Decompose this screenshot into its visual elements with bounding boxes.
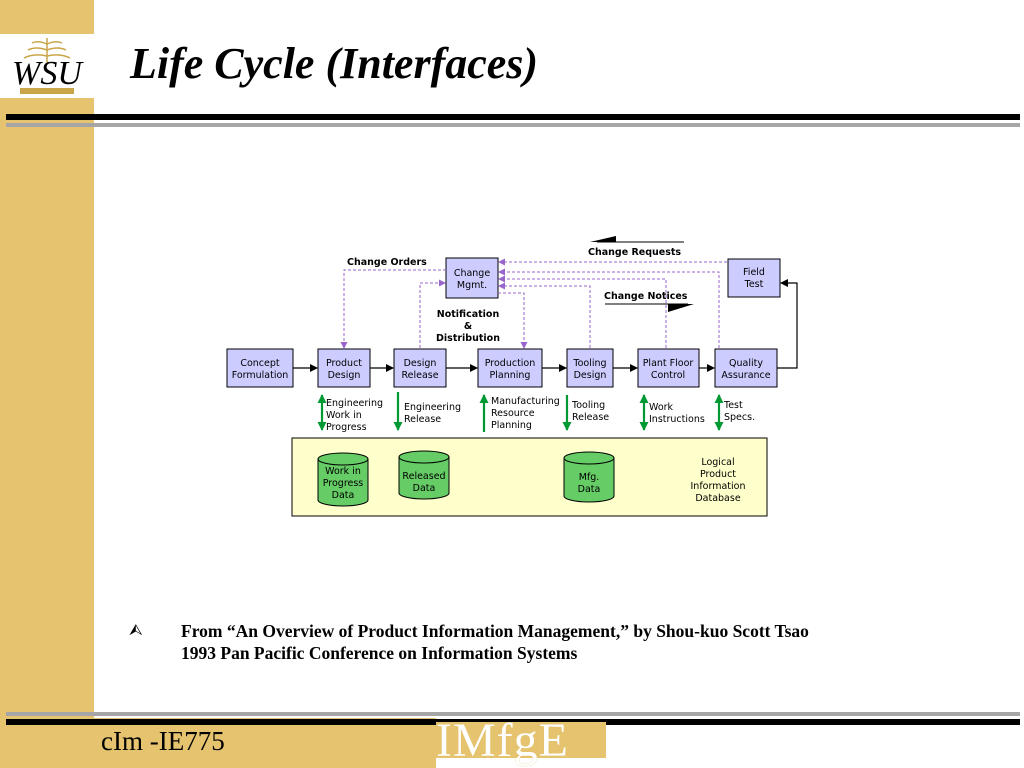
flow-release-line-2: Release <box>404 414 441 425</box>
database-label-line-1: Logical <box>701 457 734 468</box>
box-quality-assurance: Quality Assurance <box>714 348 778 388</box>
left-sidebar <box>0 0 94 768</box>
label-change-requests: Change Requests <box>588 247 681 258</box>
database-mfg-data: Mfg. Data <box>563 451 615 503</box>
production-planning-line-2: Planning <box>490 370 531 381</box>
box-product-design: Product Design <box>317 348 371 388</box>
footer-rule-gray <box>6 712 1020 716</box>
flow-test-line-1: Test <box>723 400 743 411</box>
wip-data-line-3: Data <box>332 490 355 501</box>
released-data-line-2: Data <box>413 483 436 494</box>
wsu-logo-image: WSU <box>12 38 84 94</box>
change-mgmt-line-2: Mgmt. <box>457 280 487 291</box>
flow-work-line-1: Work <box>649 402 674 413</box>
product-design-line-1: Product <box>326 358 362 369</box>
label-notification-1: Notification <box>437 309 500 320</box>
change-mgmt-line-1: Change <box>454 268 491 279</box>
box-tooling-design: Tooling Design <box>566 348 614 388</box>
change-dashed-lines <box>340 258 727 349</box>
change-requests-arrow <box>590 236 684 243</box>
production-planning-line-1: Production <box>485 358 536 369</box>
product-database-region <box>291 437 768 517</box>
flow-mrp-line-2: Resource <box>491 408 535 419</box>
slide-title: Life Cycle (Interfaces) <box>130 39 539 88</box>
box-production-planning: Production Planning <box>477 348 543 388</box>
header-rule-thick <box>6 114 1020 120</box>
footer-course-label: cIm -IE775 <box>101 726 225 756</box>
quality-assurance-line-1: Quality <box>729 358 763 369</box>
process-flow-arrows <box>293 279 798 372</box>
database-label-line-4: Database <box>695 493 740 504</box>
label-change-orders: Change Orders <box>347 257 427 268</box>
released-data-line-1: Released <box>402 471 445 482</box>
footer-course-box <box>92 718 436 768</box>
citation-line-1: From “An Overview of Product Information… <box>181 621 809 641</box>
field-test-line-1: Field <box>743 267 765 278</box>
flow-mrp-line-3: Planning <box>491 420 532 431</box>
tooling-design-line-2: Design <box>574 370 607 381</box>
design-release-line-1: Design <box>404 358 437 369</box>
flow-mrp-line-1: Manufacturing <box>491 396 560 407</box>
citation-line-2: 1993 Pan Pacific Conference on Informati… <box>181 643 578 663</box>
database-released-data: Released Data <box>398 450 450 500</box>
database-label: Logical Product Information Database <box>691 457 746 504</box>
flow-tooling-line-1: Tooling <box>571 400 605 411</box>
flow-work-line-2: Instructions <box>649 414 705 425</box>
mfg-data-line-2: Data <box>578 484 601 495</box>
wip-data-line-1: Work in <box>325 466 361 477</box>
database-label-line-2: Product <box>700 469 736 480</box>
flow-wip-line-3: Progress <box>326 422 367 433</box>
imfge-logo-background <box>436 722 606 758</box>
flow-wip-line-1: Engineering <box>326 398 383 409</box>
concept-line-2: Formulation <box>232 370 289 381</box>
design-release-line-2: Release <box>401 370 438 381</box>
concept-line-1: Concept <box>240 358 280 369</box>
flow-wip-line-2: Work in <box>326 410 362 421</box>
flow-test-line-2: Specs. <box>724 412 755 423</box>
product-design-line-2: Design <box>328 370 361 381</box>
quality-assurance-line-2: Assurance <box>721 370 770 381</box>
label-change-notices: Change Notices <box>604 291 688 302</box>
box-concept-formulation: Concept Formulation <box>226 348 294 388</box>
tooling-design-line-1: Tooling <box>572 358 606 369</box>
box-change-mgmt: Change Mgmt. <box>445 257 499 299</box>
mfg-data-line-1: Mfg. <box>579 472 600 483</box>
box-field-test: Field Test <box>727 258 781 298</box>
citation: From “An Overview of Product Information… <box>181 620 809 664</box>
box-plant-floor-control: Plant Floor Control <box>637 348 700 388</box>
field-test-line-2: Test <box>744 279 764 290</box>
box-design-release: Design Release <box>393 348 447 388</box>
flow-tooling-line-2: Release <box>572 412 609 423</box>
plant-floor-line-2: Control <box>651 370 685 381</box>
database-wip-data: Work in Progress Data <box>317 452 369 507</box>
label-notification-3: Distribution <box>436 333 500 344</box>
database-label-line-3: Information <box>691 481 746 492</box>
plant-floor-line-1: Plant Floor <box>643 358 694 369</box>
imfge-logo: IMfgE <box>436 714 569 767</box>
bullet-icon: ⮙ <box>129 620 143 639</box>
flow-release-line-1: Engineering <box>404 402 461 413</box>
change-notices-arrow <box>605 303 694 312</box>
wip-data-line-2: Progress <box>323 478 364 489</box>
label-notification-2: & <box>464 321 472 332</box>
database-flow-arrows <box>317 392 724 432</box>
header-rule-gray <box>6 123 1020 127</box>
wsu-logo: WSU <box>0 34 94 98</box>
logo-letters: WSU <box>12 55 84 92</box>
